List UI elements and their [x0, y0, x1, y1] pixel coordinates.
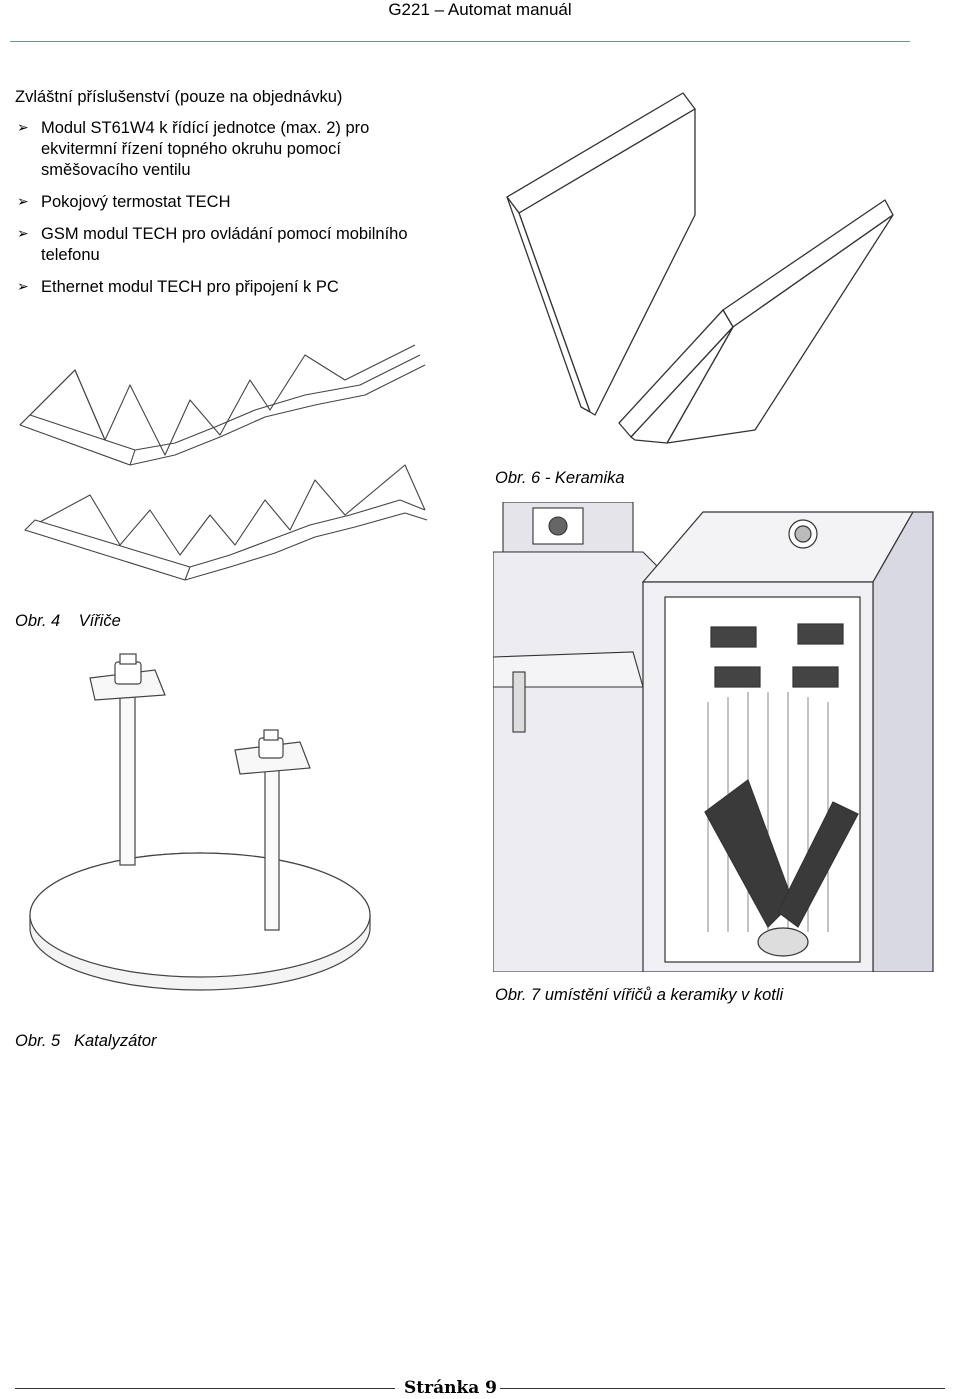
arrow-bullet-icon: ➢	[17, 194, 29, 210]
accessories-list: ➢ Modul ST61W4 k řídící jednotce (max. 2…	[15, 118, 415, 309]
arrow-bullet-icon: ➢	[17, 120, 29, 136]
header-divider	[10, 41, 910, 42]
figure-caption: Obr. 4 Vířiče	[15, 612, 121, 630]
page-number: Stránka 9	[404, 1378, 498, 1398]
footer-divider	[500, 1388, 945, 1389]
figure-caption: Obr. 7 umístění vířičů a keramiky v kotl…	[495, 986, 784, 1004]
figure-caption: Obr. 5 Katalyzátor	[15, 1032, 157, 1050]
list-item: ➢ Modul ST61W4 k řídící jednotce (max. 2…	[17, 119, 370, 179]
figure-caption: Obr. 6 - Keramika	[495, 469, 625, 487]
arrow-bullet-icon: ➢	[17, 279, 29, 295]
catalyst-figure	[29, 653, 371, 991]
list-item: ➢ Pokojový termostat TECH	[17, 193, 231, 211]
arrow-bullet-icon: ➢	[17, 226, 29, 242]
ceramic-plates-figure	[506, 92, 894, 444]
list-item: ➢ GSM modul TECH pro ovládání pomocí mob…	[17, 225, 408, 264]
swirlers-figure	[19, 344, 428, 581]
footer-divider	[15, 1388, 395, 1389]
boiler-figure	[493, 502, 935, 972]
accessories-heading: Zvláštní příslušenství (pouze na objedná…	[15, 88, 343, 106]
list-item: ➢ Ethernet modul TECH pro připojení k PC	[17, 278, 339, 296]
page-header: G221 – Automat manuál	[388, 0, 572, 19]
